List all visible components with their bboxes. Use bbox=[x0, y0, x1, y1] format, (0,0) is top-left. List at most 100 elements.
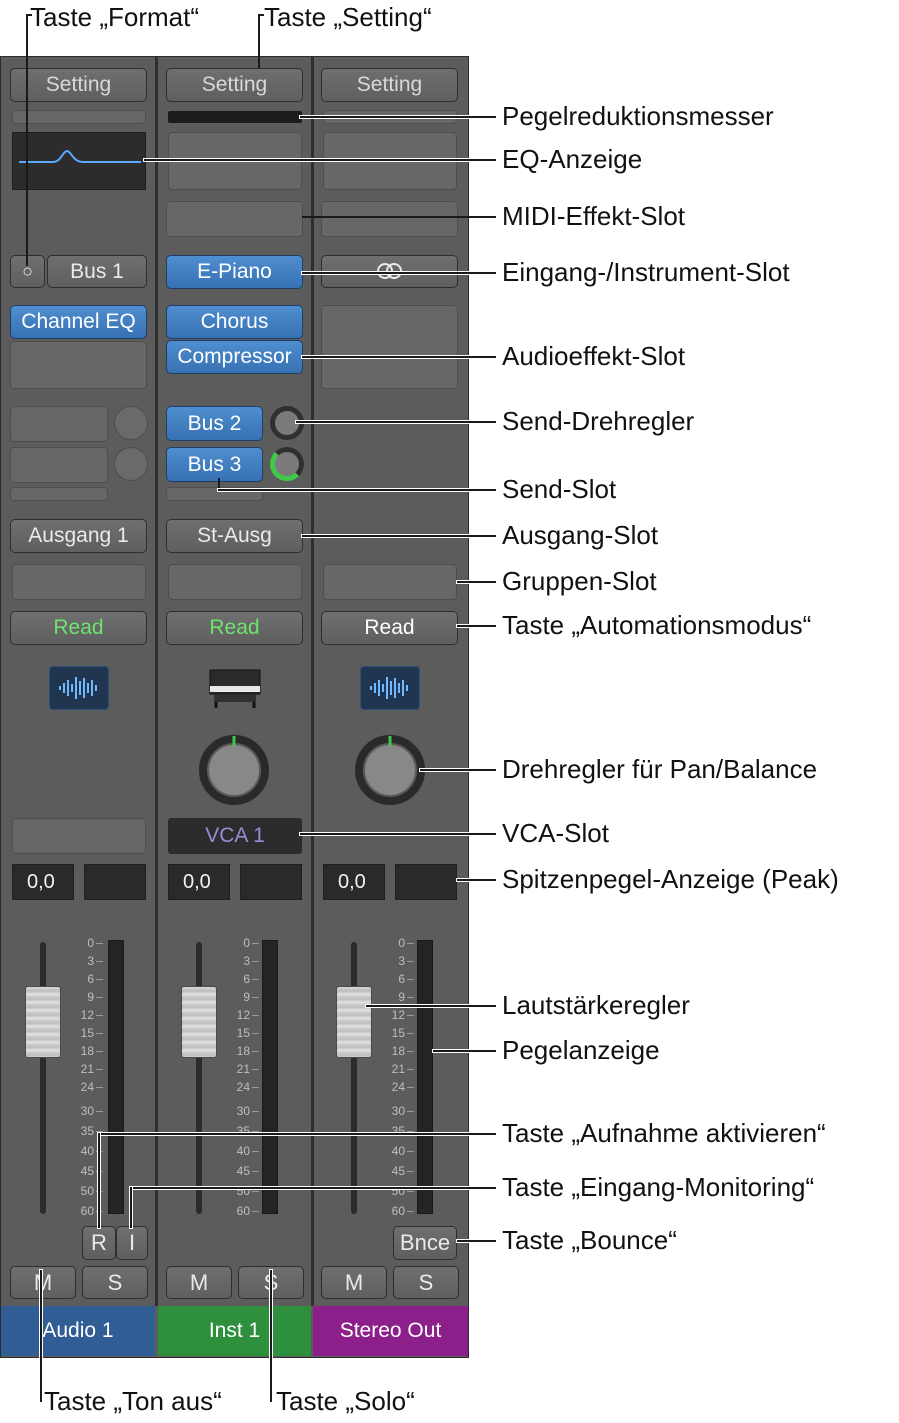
input-slot[interactable] bbox=[321, 255, 458, 288]
volume-fader[interactable] bbox=[25, 986, 61, 1058]
leader-line bbox=[302, 356, 496, 358]
mute-button[interactable]: M bbox=[10, 1266, 76, 1299]
group-slot[interactable] bbox=[323, 564, 457, 600]
input-monitoring-button[interactable]: I bbox=[116, 1226, 148, 1260]
automation-mode-button[interactable]: Read bbox=[166, 611, 303, 645]
audio-effect-slot-empty[interactable] bbox=[321, 305, 458, 389]
volume-fader[interactable] bbox=[336, 986, 372, 1058]
setting-button[interactable]: Setting bbox=[10, 68, 147, 102]
send-slot-bus-2[interactable]: Bus 2 bbox=[166, 406, 263, 441]
label-automation: Taste „Automationsmodus“ bbox=[502, 610, 812, 640]
leader-line bbox=[457, 1240, 496, 1242]
eq-display-empty[interactable] bbox=[168, 132, 302, 190]
audio-effect-slot-chorus[interactable]: Chorus bbox=[166, 305, 303, 339]
label-audio-fx: Audioeffekt-Slot bbox=[502, 341, 686, 371]
send-slot-empty[interactable] bbox=[10, 406, 108, 442]
waveform-icon bbox=[49, 666, 109, 710]
leader-line bbox=[98, 1133, 100, 1228]
label-volume: Lautstärkeregler bbox=[502, 990, 690, 1020]
volume-fader[interactable] bbox=[181, 986, 217, 1058]
label-group: Gruppen-Slot bbox=[502, 566, 657, 596]
send-slot-empty[interactable] bbox=[10, 487, 108, 501]
vca-slot-empty[interactable] bbox=[12, 818, 146, 854]
balance-knob[interactable] bbox=[354, 734, 426, 806]
send-knob[interactable] bbox=[114, 447, 148, 481]
label-input-monitoring: Taste „Eingang-Monitoring“ bbox=[502, 1172, 815, 1202]
leader-line bbox=[130, 1187, 132, 1228]
leader-line bbox=[433, 1050, 496, 1052]
leader-line bbox=[130, 1187, 496, 1189]
midi-effect-slot[interactable] bbox=[166, 201, 303, 237]
leader-line bbox=[26, 14, 28, 266]
audio-effect-slot-compressor[interactable]: Compressor bbox=[166, 340, 303, 374]
leader-line bbox=[457, 581, 496, 583]
solo-button[interactable]: S bbox=[393, 1266, 459, 1299]
peak-display[interactable]: 0,0 bbox=[12, 864, 74, 900]
level-meter bbox=[108, 940, 124, 1214]
label-peak: Spitzenpegel-Anzeige (Peak) bbox=[502, 864, 839, 894]
instrument-slot[interactable]: E-Piano bbox=[166, 255, 303, 289]
mute-button[interactable]: M bbox=[166, 1266, 232, 1299]
group-slot[interactable] bbox=[12, 564, 146, 600]
record-enable-button[interactable]: R bbox=[82, 1226, 116, 1260]
gain-reduction-meter bbox=[168, 111, 302, 123]
setting-button[interactable]: Setting bbox=[166, 68, 303, 102]
channel-name[interactable]: Inst 1 bbox=[158, 1306, 311, 1356]
send-slot-bus-3[interactable]: Bus 3 bbox=[166, 447, 263, 482]
leader-line bbox=[457, 879, 496, 881]
peak-display-right[interactable] bbox=[84, 864, 146, 900]
send-knob[interactable] bbox=[270, 406, 304, 440]
label-midi-fx: MIDI-Effekt-Slot bbox=[502, 201, 686, 231]
label-input-instrument: Eingang-/Instrument-Slot bbox=[502, 257, 790, 287]
midi-effect-slot-empty bbox=[12, 200, 146, 236]
send-knob[interactable] bbox=[270, 447, 304, 481]
midi-effect-slot[interactable] bbox=[321, 201, 458, 237]
send-knob[interactable] bbox=[114, 406, 148, 440]
output-slot[interactable]: St-Ausg bbox=[166, 519, 303, 553]
eq-display-empty[interactable] bbox=[323, 132, 457, 190]
leader-line bbox=[218, 489, 496, 491]
automation-mode-button[interactable]: Read bbox=[10, 611, 147, 645]
label-setting: Taste „Setting“ bbox=[264, 2, 432, 32]
output-slot[interactable]: Ausgang 1 bbox=[10, 519, 147, 553]
eq-curve-icon bbox=[19, 149, 141, 163]
leader-line bbox=[302, 216, 496, 218]
level-meter bbox=[262, 940, 278, 1214]
leader-line bbox=[40, 1270, 42, 1402]
channel-divider bbox=[311, 56, 314, 1306]
leader-line bbox=[300, 833, 496, 835]
bounce-button[interactable]: Bnce bbox=[393, 1226, 457, 1260]
send-slot-empty[interactable] bbox=[10, 447, 108, 483]
audio-effect-slot-channel-eq[interactable]: Channel EQ bbox=[10, 305, 147, 339]
stereo-link-icon bbox=[377, 263, 402, 279]
leader-line bbox=[26, 14, 32, 16]
fader-track bbox=[351, 942, 357, 1214]
mute-button[interactable]: M bbox=[321, 1266, 387, 1299]
group-slot[interactable] bbox=[168, 564, 302, 600]
label-pan: Drehregler für Pan/Balance bbox=[502, 754, 818, 784]
eq-display[interactable] bbox=[12, 132, 146, 190]
channel-divider bbox=[155, 56, 158, 1306]
pan-knob[interactable] bbox=[198, 734, 270, 806]
peak-display[interactable]: 0,0 bbox=[323, 864, 385, 900]
label-output: Ausgang-Slot bbox=[502, 520, 659, 550]
vca-slot[interactable]: VCA 1 bbox=[168, 818, 302, 854]
peak-display-right[interactable] bbox=[395, 864, 457, 900]
leader-line bbox=[270, 1270, 272, 1402]
channel-name[interactable]: Stereo Out bbox=[313, 1306, 468, 1356]
audio-effect-slot-empty[interactable] bbox=[10, 341, 147, 389]
input-slot[interactable]: Bus 1 bbox=[47, 255, 147, 288]
solo-button[interactable]: S bbox=[82, 1266, 148, 1299]
fader-track bbox=[196, 942, 202, 1214]
channel-name[interactable]: Audio 1 bbox=[1, 1306, 155, 1356]
automation-mode-button[interactable]: Read bbox=[321, 611, 458, 645]
gain-reduction-meter bbox=[12, 110, 146, 124]
label-format: Taste „Format“ bbox=[30, 2, 200, 32]
label-vca: VCA-Slot bbox=[502, 818, 609, 848]
peak-display-right[interactable] bbox=[240, 864, 302, 900]
setting-button[interactable]: Setting bbox=[321, 68, 458, 102]
peak-display[interactable]: 0,0 bbox=[168, 864, 230, 900]
